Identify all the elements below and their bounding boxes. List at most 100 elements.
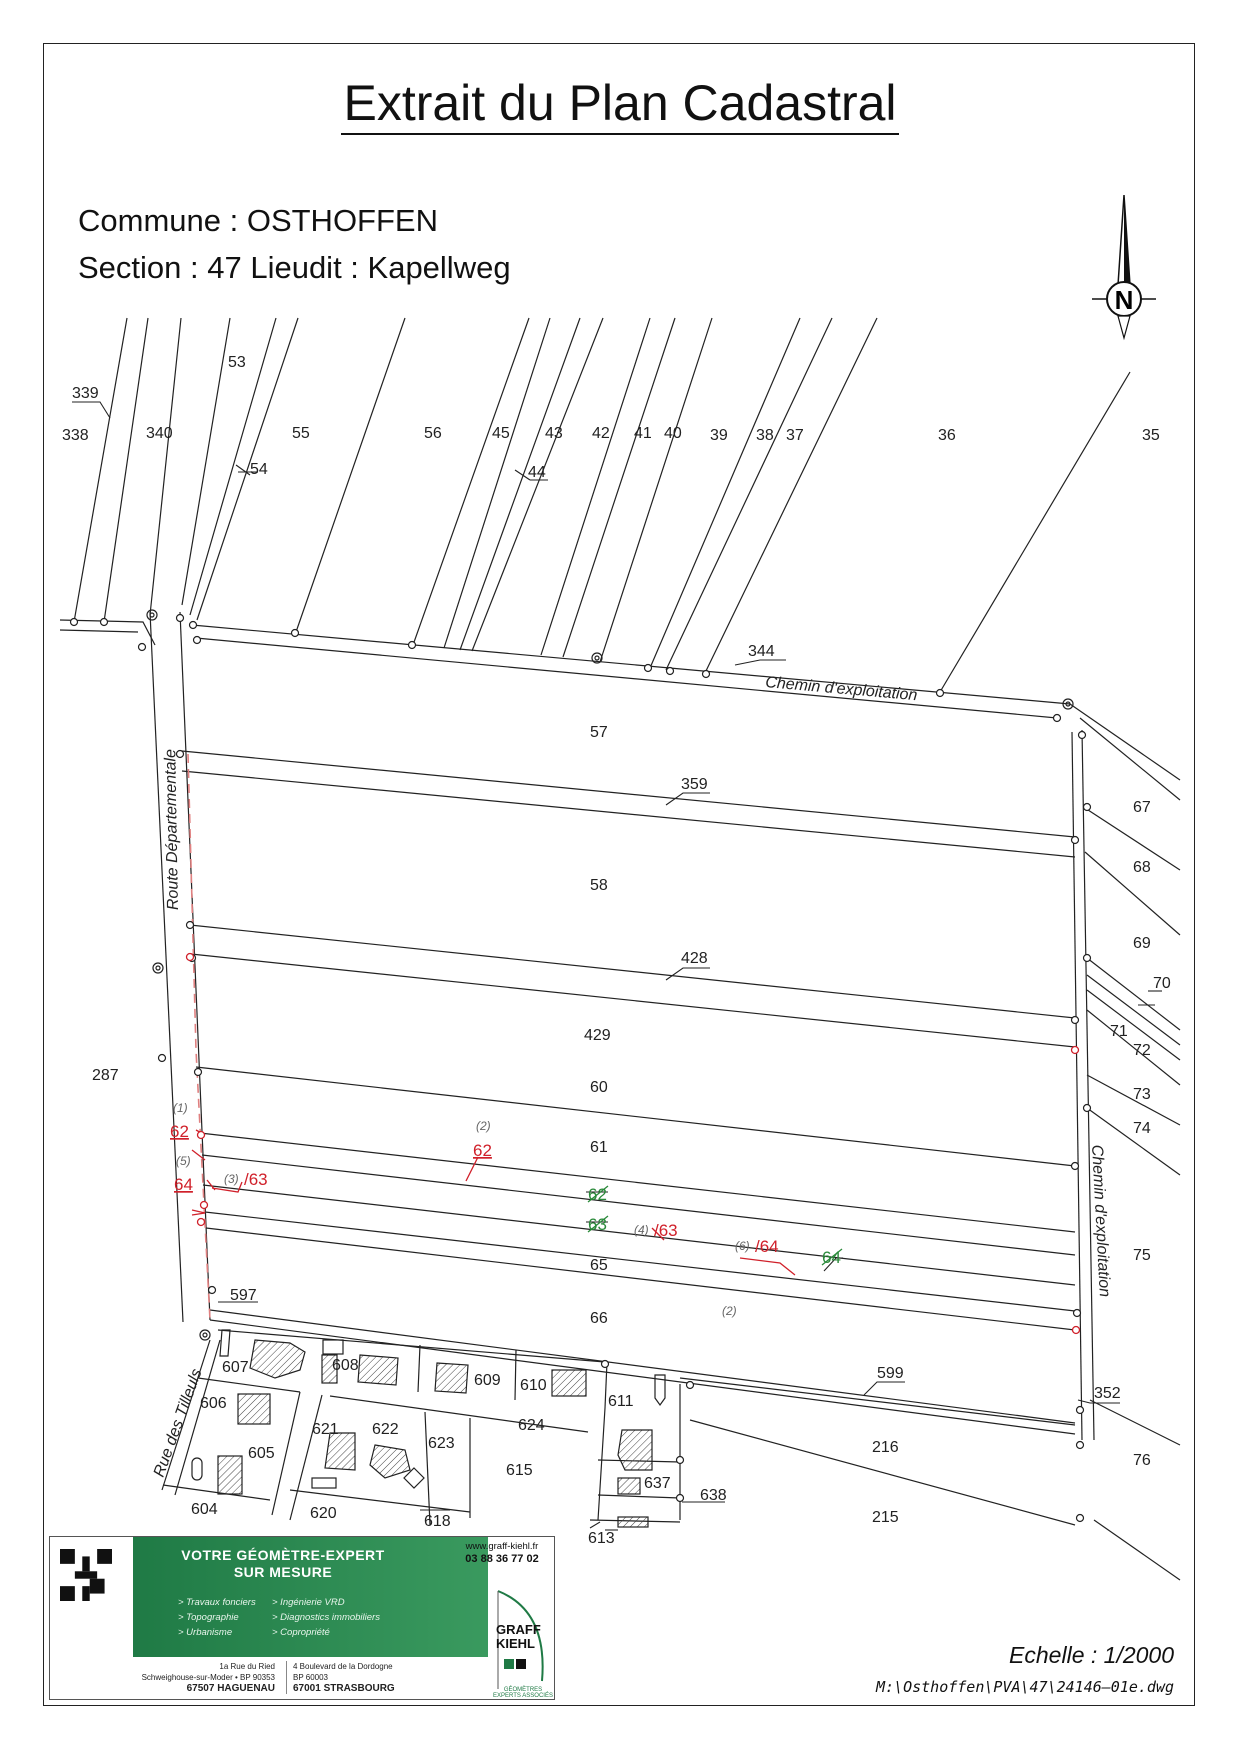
parcel-606: 606: [200, 1395, 227, 1412]
new-boundary-line: [187, 753, 211, 1321]
green-labels: 62 63 64: [587, 1185, 843, 1267]
qr-code-icon: [60, 1549, 112, 1601]
parcel-621: 621: [312, 1421, 339, 1438]
section-line: Section : 47 Lieudit : Kapellweg: [78, 250, 511, 285]
parcel-429: 429: [584, 1027, 611, 1044]
north-letter: N: [1115, 285, 1134, 315]
red-label-63a: /63: [244, 1170, 268, 1189]
parcel-618: 618: [424, 1513, 451, 1530]
parcel-597: 597: [230, 1287, 257, 1304]
service-item: > Copropriété: [272, 1627, 330, 1638]
parcel-620: 620: [310, 1505, 337, 1522]
page-title: Extrait du Plan Cadastral: [0, 74, 1240, 135]
parcel-38: 38: [756, 427, 774, 444]
red-label-62a: 62: [170, 1122, 189, 1141]
parcel-53: 53: [228, 354, 246, 371]
parcel-287: 287: [92, 1067, 119, 1084]
parcel-76: 76: [1133, 1452, 1151, 1469]
parcel-352: 352: [1094, 1385, 1121, 1402]
parcel-605: 605: [248, 1445, 275, 1462]
parcel-359: 359: [681, 776, 708, 793]
parcel-35: 35: [1142, 427, 1160, 444]
parcel-40: 40: [664, 425, 682, 442]
office-line: 4 Boulevard de la Dordogne: [293, 1662, 393, 1671]
ad-brand-sub: GÉOMÈTRES EXPERTS ASSOCIÉS: [493, 1687, 553, 1699]
parcel-37: 37: [786, 427, 804, 444]
parcel-66: 66: [590, 1310, 608, 1327]
ad-phone: 03 88 36 77 02: [465, 1553, 539, 1565]
red-labels: 62 62 64 /63 /63 /64: [170, 1122, 779, 1256]
parcel-39: 39: [710, 427, 728, 444]
structures: [191, 1329, 666, 1489]
ad-green-band: [133, 1537, 488, 1657]
note-2b: (2): [722, 1304, 737, 1318]
scale-label: Echelle : 1/2000: [1009, 1642, 1174, 1668]
parcel-604: 604: [191, 1501, 218, 1518]
graff-kiehl-logo-icon: [497, 1590, 544, 1689]
parcel-44: 44: [528, 464, 546, 481]
note-4: (4): [634, 1223, 649, 1237]
note-6: (6): [735, 1239, 750, 1253]
parcel-637: 637: [644, 1475, 671, 1492]
buildings: [217, 1339, 653, 1528]
parcel-623: 623: [428, 1435, 455, 1452]
red-label-62b: 62: [473, 1141, 492, 1160]
parcel-70: 70: [1153, 975, 1171, 992]
label-leaders: [72, 401, 1162, 1531]
red-label-64a: 64: [174, 1175, 193, 1194]
tilleuls-label: Rue des Tilleuls: [151, 1367, 206, 1480]
parcel-57: 57: [590, 724, 608, 741]
parcel-599: 599: [877, 1365, 904, 1382]
service-item: > Topographie: [178, 1612, 239, 1623]
service-item: > Diagnostics immobiliers: [272, 1612, 380, 1623]
parcel-215: 215: [872, 1509, 899, 1526]
parcel-68: 68: [1133, 859, 1151, 876]
parcel-56: 56: [424, 425, 442, 442]
parcel-613: 613: [588, 1530, 615, 1547]
parcel-609: 609: [474, 1372, 501, 1389]
parcel-340: 340: [146, 425, 173, 442]
parcel-55: 55: [292, 425, 310, 442]
ad-headline-2: SUR MESURE: [233, 1564, 333, 1580]
ad-headline: VOTRE GÉOMÈTRE-EXPERT SUR MESURE: [133, 1547, 433, 1581]
service-item: > Ingénierie VRD: [272, 1597, 345, 1608]
office-line: Schweighouse-sur-Moder • BP 90353: [141, 1673, 275, 1682]
parcel-67: 67: [1133, 799, 1151, 816]
ad-website[interactable]: www.graff-kiehl.fr: [465, 1541, 539, 1552]
office-city: 67001 STRASBOURG: [293, 1683, 395, 1694]
parcel-54: 54: [250, 461, 268, 478]
office-line: BP 60003: [293, 1673, 328, 1682]
route-label: Route Départementale: [162, 749, 182, 910]
parcel-638: 638: [700, 1487, 727, 1504]
north-arrow-icon: N: [1092, 194, 1156, 341]
parcel-339: 339: [72, 385, 99, 402]
ad-office-strasbourg: 4 Boulevard de la Dordogne BP 60003 6700…: [286, 1661, 443, 1694]
brand-line-1: GRAFF: [496, 1622, 541, 1637]
parcel-73: 73: [1133, 1086, 1151, 1103]
parcel-338: 338: [62, 427, 89, 444]
parcel-58: 58: [590, 877, 608, 894]
ad-brand-name: GRAFF KIEHL: [496, 1623, 541, 1651]
parcel-74: 74: [1133, 1120, 1151, 1137]
red-label-63b: /63: [654, 1221, 678, 1240]
parcel-71: 71: [1110, 1023, 1128, 1040]
parcel-608: 608: [332, 1357, 359, 1374]
parcel-41: 41: [634, 425, 652, 442]
title-text: Extrait du Plan Cadastral: [341, 75, 899, 135]
parcel-75: 75: [1133, 1247, 1151, 1264]
ad-services-right: > Ingénierie VRD > Diagnostics immobilie…: [272, 1595, 380, 1640]
parcel-69: 69: [1133, 935, 1151, 952]
ad-services-left: > Travaux fonciers > Topographie > Urban…: [178, 1595, 256, 1640]
parcel-624: 624: [518, 1417, 545, 1434]
ad-headline-1: VOTRE GÉOMÈTRE-EXPERT: [181, 1547, 385, 1563]
red-leaders: [191, 1129, 796, 1276]
grey-notes: (1) (2) (5) (3) (4) (6) (2): [173, 1101, 750, 1318]
parcel-344: 344: [748, 643, 775, 660]
service-item: > Travaux fonciers: [178, 1597, 256, 1608]
surveyor-ad: VOTRE GÉOMÈTRE-EXPERT SUR MESURE > Trava…: [49, 1536, 555, 1700]
parcel-428: 428: [681, 950, 708, 967]
parcel-607: 607: [222, 1359, 249, 1376]
parcel-61: 61: [590, 1139, 608, 1156]
note-2a: (2): [476, 1119, 491, 1133]
